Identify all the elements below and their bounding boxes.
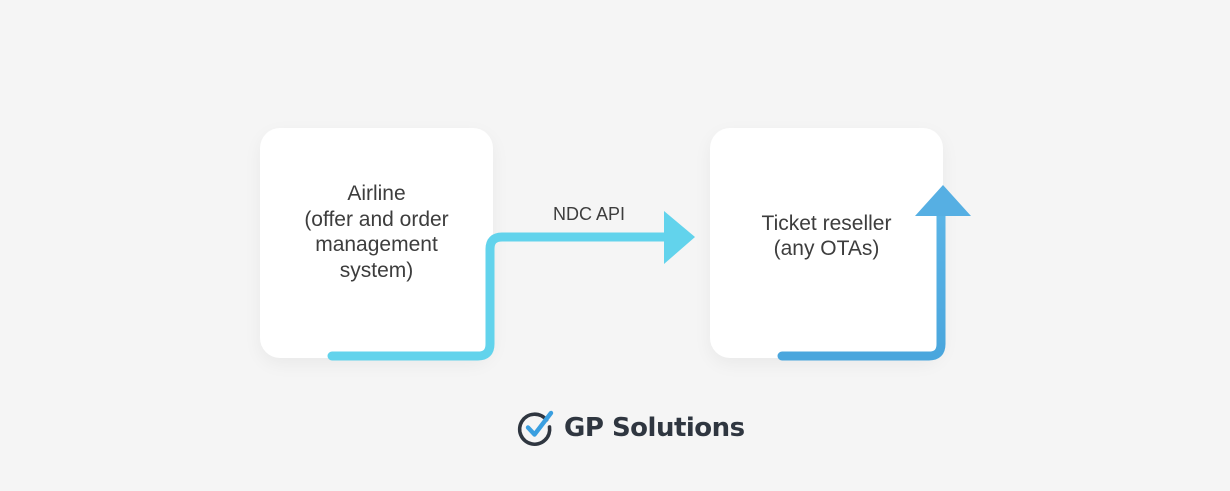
logo-text: GP Solutions xyxy=(564,413,745,443)
airline-node-label: Airline (offer and order management syst… xyxy=(304,182,449,282)
ndc-api-label: NDC API xyxy=(552,204,626,224)
check-circle-icon xyxy=(517,410,554,447)
gp-solutions-logo: GP Solutions xyxy=(516,407,745,449)
reseller-up-arrow xyxy=(777,209,946,361)
ndc-connector-arrow xyxy=(327,232,673,361)
ndc-connector-arrowhead xyxy=(664,211,695,264)
reseller-node-label: Ticket reseller (any OTAs) xyxy=(761,211,892,261)
reseller-node: Ticket reseller (any OTAs) xyxy=(710,128,943,358)
airline-node: Airline (offer and order management syst… xyxy=(260,128,493,358)
reseller-up-arrowhead xyxy=(915,185,971,216)
